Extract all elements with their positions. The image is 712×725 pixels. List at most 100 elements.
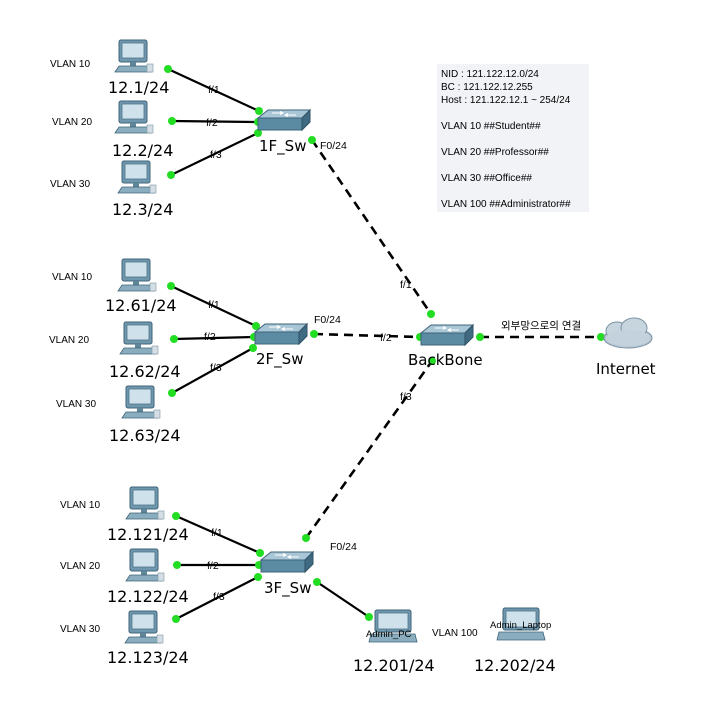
switch-1f-label: 1F_Sw: [259, 137, 306, 156]
floor2-pcs: VLAN 10 12.61/24 VLAN 20 12.62/24 VLAN 3…: [49, 258, 181, 445]
desktop-pc-icon: [119, 321, 159, 355]
port-label: F0/24: [314, 314, 341, 326]
host-ip-label: 12.63/24: [109, 426, 181, 445]
pc-floor2-3[interactable]: VLAN 30 12.63/24: [56, 385, 181, 445]
port-label: F0/24: [320, 140, 347, 152]
admin-devices: Admin_PC 12.201/24 VLAN 100 Admin_Laptop…: [353, 607, 556, 675]
port-label: f/1: [211, 527, 223, 539]
note-bc: BC : 121.122.12.255: [441, 82, 533, 93]
note-vlan20: VLAN 20 ##Professor##: [441, 147, 549, 158]
link-sw3-backbone: [304, 360, 434, 539]
host-ip-label: 12.123/24: [107, 648, 189, 667]
cloud-icon: [603, 317, 653, 349]
port-label: f/3: [210, 362, 222, 374]
link-pc5-sw2: [173, 335, 255, 341]
port-label: f/3: [400, 391, 412, 403]
port-label: f/2: [204, 331, 216, 343]
floor3-pcs: VLAN 10 12.121/24 VLAN 20 12.122/24 VLAN…: [60, 486, 189, 667]
port-label: f/2: [207, 560, 219, 572]
host-ip-label: 12.121/24: [107, 525, 189, 544]
admin-pc-ip: 12.201/24: [353, 656, 435, 675]
pc-floor3-1[interactable]: VLAN 10 12.121/24: [60, 486, 189, 544]
vlan-label: VLAN 30: [60, 624, 100, 635]
admin-pc-name: Admin_PC: [366, 629, 412, 640]
admin-laptop-ip: 12.202/24: [474, 656, 556, 675]
host-ip-label: 12.122/24: [107, 587, 189, 606]
host-ip-label: 12.62/24: [109, 362, 181, 381]
link-sw1-backbone: [310, 139, 433, 315]
host-ip-label: 12.61/24: [105, 296, 177, 315]
admin-laptop[interactable]: Admin_Laptop 12.202/24: [474, 607, 556, 675]
vlan-label: VLAN 20: [60, 561, 100, 572]
switch-1f[interactable]: 1F_Sw f/1 f/2 f/3 F0/24: [206, 84, 347, 161]
pc-floor3-2[interactable]: VLAN 20 12.122/24: [60, 548, 189, 606]
desktop-pc-icon: [125, 548, 165, 582]
admin-pc[interactable]: Admin_PC 12.201/24: [353, 609, 435, 675]
link-pc3-sw1: [170, 132, 259, 176]
link-pc4-sw2: [170, 285, 257, 327]
pc-floor3-3[interactable]: VLAN 30 12.123/24: [60, 610, 189, 667]
desktop-pc-icon: [114, 39, 154, 73]
link-sw3-adminpc: [316, 581, 370, 618]
switch-icon: [257, 109, 311, 131]
desktop-pc-icon: [117, 258, 157, 292]
link-pc1-sw1: [167, 68, 260, 112]
link-pc6-sw2: [171, 347, 254, 394]
port-label: f/3: [213, 591, 225, 603]
pc-floor2-2[interactable]: VLAN 20 12.62/24: [49, 321, 181, 381]
desktop-pc-icon: [114, 100, 154, 134]
link-sw2-backbone: [313, 332, 421, 339]
backbone-label: BackBone: [408, 351, 483, 369]
note-vlan10: VLAN 10 ##Student##: [441, 121, 541, 132]
host-ip-label: 12.1/24: [108, 78, 169, 97]
vlan-label: VLAN 20: [52, 117, 92, 128]
desktop-pc-icon: [124, 610, 164, 644]
vlan-label: VLAN 20: [49, 335, 89, 346]
port-label: f/3: [210, 149, 222, 161]
desktop-pc-icon: [121, 385, 161, 419]
switch-2f-label: 2F_Sw: [256, 350, 303, 369]
switch-icon: [420, 324, 474, 346]
switch-2f[interactable]: 2F_Sw f/1 f/2 f/3 F0/24: [204, 299, 341, 374]
switch-icon: [254, 323, 308, 345]
link-pc9-sw3: [175, 576, 259, 620]
external-link-label: 외부망으로의 연결: [501, 320, 581, 332]
admin-laptop-name: Admin_Laptop: [490, 620, 551, 631]
pc-floor1-3[interactable]: VLAN 30 12.3/24: [50, 160, 173, 219]
note-nid: NID : 121.122.12.0/24: [441, 69, 539, 80]
vlan-label: VLAN 10: [60, 500, 100, 511]
host-ip-label: 12.3/24: [112, 200, 173, 219]
port-label: F0/24: [330, 541, 357, 553]
desktop-pc-icon: [125, 486, 165, 520]
port-label: f/1: [208, 84, 220, 96]
note-vlan30: VLAN 30 ##Office##: [441, 173, 532, 184]
note-vlan100: VLAN 100 ##Administrator##: [441, 199, 571, 210]
vlan-label: VLAN 30: [56, 399, 96, 410]
vlan-label: VLAN 10: [52, 272, 92, 283]
switch-icon: [260, 551, 314, 573]
desktop-pc-icon: [117, 160, 157, 194]
port-label: f/2: [206, 117, 218, 129]
floor1-pcs: VLAN 10 12.1/24 VLAN 20 12.2/24 VLAN 30 …: [50, 39, 173, 219]
pc-floor2-1[interactable]: VLAN 10 12.61/24: [52, 258, 177, 315]
link-pc2-sw1: [171, 119, 259, 124]
host-ip-label: 12.2/24: [112, 141, 173, 160]
vlan-info-note: NID : 121.122.12.0/24 BC : 121.122.12.25…: [437, 64, 589, 212]
pc-floor1-2[interactable]: VLAN 20 12.2/24: [52, 100, 173, 160]
vlan-label: VLAN 10: [50, 59, 90, 70]
note-host: Host : 121.122.12.1 ~ 254/24: [441, 95, 571, 106]
switch-3f[interactable]: 3F_Sw f/1 f/2 f/3 F0/24: [207, 527, 357, 603]
links: [167, 68, 601, 620]
port-label: f/1: [400, 279, 412, 291]
pc-floor1-1[interactable]: VLAN 10 12.1/24: [50, 39, 169, 97]
port-label: f/1: [208, 299, 220, 311]
link-pc7-sw3: [175, 514, 261, 555]
port-label: f/2: [380, 332, 392, 344]
switch-3f-label: 3F_Sw: [264, 579, 311, 598]
switch-backbone[interactable]: BackBone f/1 f/2 f/3: [380, 279, 483, 403]
vlan-label: VLAN 30: [50, 179, 90, 190]
internet-cloud[interactable]: Internet: [596, 317, 656, 378]
internet-label: Internet: [596, 360, 656, 378]
admin-vlan-label: VLAN 100: [432, 628, 478, 639]
